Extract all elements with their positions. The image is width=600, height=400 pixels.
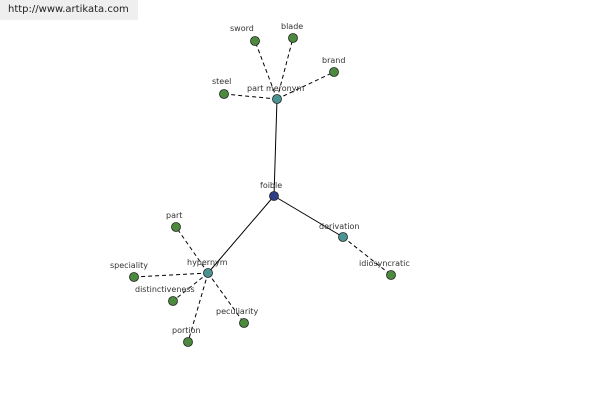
edge-part-meronym-blade <box>276 37 294 100</box>
node-hypernym[interactable] <box>203 268 213 278</box>
edge-hypernym-peculiarity <box>207 272 245 324</box>
edge-root-derivation <box>273 195 344 238</box>
label-part[interactable]: part <box>166 211 182 220</box>
edge-hypernym-part <box>175 226 209 274</box>
edge-derivation-idiosyncratic <box>342 236 392 276</box>
node-steel[interactable] <box>219 89 229 99</box>
edge-root-part-meronym <box>273 98 278 197</box>
edge-hypernym-distinctiveness <box>172 272 209 302</box>
node-idiosyncratic[interactable] <box>386 270 396 280</box>
label-portion[interactable]: portion <box>172 326 201 335</box>
edge-root-hypernym <box>207 195 275 274</box>
graph-labels: sword blade brand steel part meronym part spec… <box>110 22 410 335</box>
edge-part-meronym-steel <box>223 93 278 100</box>
node-peculiarity[interactable] <box>239 318 249 328</box>
edge-part-meronym-brand <box>276 71 335 100</box>
graph-nodes <box>129 33 396 347</box>
label-idiosyncratic[interactable]: idiosyncratic <box>359 259 410 268</box>
label-sword[interactable]: sword <box>230 24 254 33</box>
label-distinctiveness[interactable]: distinctiveness <box>135 285 195 294</box>
label-speciality[interactable]: speciality <box>110 261 148 270</box>
label-steel[interactable]: steel <box>212 77 231 86</box>
node-speciality[interactable] <box>129 272 139 282</box>
label-peculiarity[interactable]: peculiarity <box>216 307 258 316</box>
url-link[interactable]: http://www.artikata.com <box>8 4 129 15</box>
label-root-foible[interactable]: foible <box>260 181 282 190</box>
node-blade[interactable] <box>288 33 298 43</box>
node-portion[interactable] <box>183 337 193 347</box>
graph-edges <box>133 37 392 343</box>
label-blade[interactable]: blade <box>281 22 303 31</box>
node-root-foible[interactable] <box>269 191 279 201</box>
edge-part-meronym-sword <box>254 40 278 100</box>
node-sword[interactable] <box>250 36 260 46</box>
label-derivation[interactable]: derivation <box>319 222 359 231</box>
node-distinctiveness[interactable] <box>168 296 178 306</box>
node-derivation[interactable] <box>338 232 348 242</box>
label-part-meronym[interactable]: part meronym <box>247 84 304 93</box>
edge-hypernym-portion <box>187 272 209 343</box>
node-brand[interactable] <box>329 67 339 77</box>
label-hypernym[interactable]: hypernym <box>187 258 228 267</box>
label-brand[interactable]: brand <box>322 56 345 65</box>
node-part[interactable] <box>171 222 181 232</box>
edge-hypernym-speciality <box>133 272 209 278</box>
url-banner[interactable]: http://www.artikata.com <box>0 0 138 20</box>
node-part-meronym[interactable] <box>272 94 282 104</box>
